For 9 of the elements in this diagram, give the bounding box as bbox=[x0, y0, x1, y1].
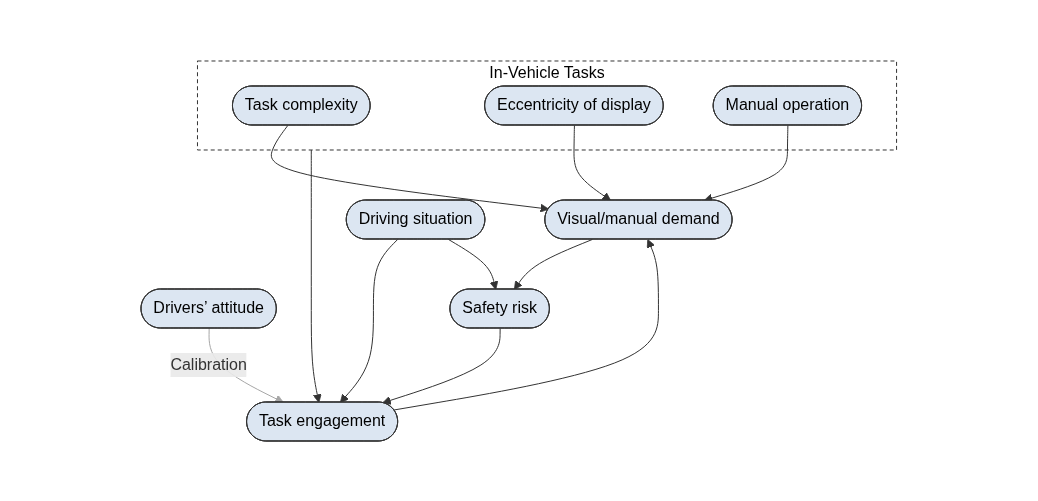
edge-label: Calibration bbox=[170, 355, 248, 373]
arrow bbox=[271, 124, 550, 212]
arrow bbox=[382, 327, 501, 405]
arrow bbox=[311, 149, 322, 403]
arrow bbox=[514, 238, 593, 290]
arrow bbox=[573, 124, 612, 201]
arrow bbox=[393, 238, 660, 410]
arrow bbox=[448, 238, 499, 290]
arrow bbox=[340, 238, 399, 403]
